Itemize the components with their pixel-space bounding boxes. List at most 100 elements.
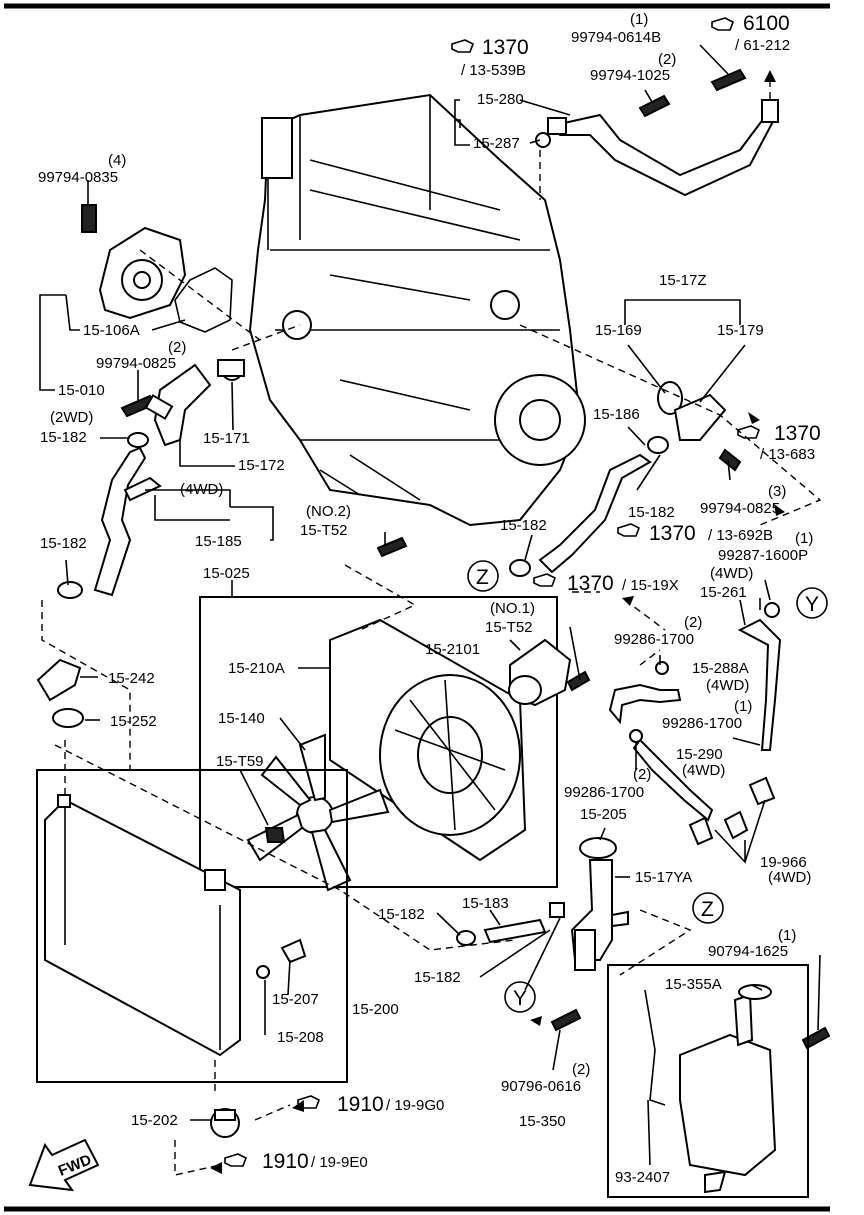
- label-1370-b: 1370: [774, 422, 821, 445]
- label-qty-0835: (4): [108, 152, 126, 169]
- label-19-9G0: / 19-9G0: [386, 1097, 444, 1114]
- pointer-hand-icon: [711, 17, 735, 31]
- label-15-208: 15-208: [277, 1029, 324, 1046]
- label-4wd-e: (4WD): [768, 869, 811, 886]
- label-19-966: 19-966: [760, 854, 807, 871]
- label-15-182-e: 15-182: [378, 906, 425, 923]
- label-61-212: / 61-212: [735, 37, 790, 54]
- label-qty-0825-b: (3): [768, 483, 786, 500]
- label-qty-0616: (2): [572, 1061, 590, 1078]
- label-99286-1700-a: 99286-1700: [614, 631, 694, 648]
- label-qty-1625: (1): [778, 927, 796, 944]
- pointer-hand-icon: [617, 523, 641, 537]
- label-15-242: 15-242: [108, 670, 155, 687]
- label-15-T52-b: 15-T52: [485, 619, 533, 636]
- bolts: [81, 68, 831, 1050]
- pointer-hand-icon: [737, 425, 761, 439]
- label-90796-0616: 90796-0616: [501, 1078, 581, 1095]
- label-qty-1600P: (1): [795, 530, 813, 547]
- label-15-182-f: 15-182: [414, 969, 461, 986]
- label-15-205: 15-205: [580, 806, 627, 823]
- label-90794-1625: 90794-1625: [708, 943, 788, 960]
- lower-hose: [456, 902, 565, 946]
- label-1370-a: 1370: [482, 36, 529, 59]
- label-qty-0825-a: (2): [168, 339, 186, 356]
- circle-callouts: [467, 560, 828, 1013]
- label-15-202: 15-202: [131, 1112, 178, 1129]
- label-1370-c: 1370: [649, 522, 696, 545]
- label-13-539B: / 13-539B: [461, 62, 526, 79]
- label-15-171: 15-171: [203, 430, 250, 447]
- label-qty-0614B: (1): [630, 11, 648, 28]
- engine-block: [248, 93, 586, 527]
- label-15-261: 15-261: [700, 584, 747, 601]
- arrowheads: [210, 70, 785, 1174]
- label-15-350: 15-350: [519, 1113, 566, 1130]
- pointer-hand-icon: [533, 573, 557, 587]
- radiator-group-box: [36, 769, 348, 1083]
- callout-y-b: Y: [513, 987, 527, 1010]
- label-15-200: 15-200: [352, 1001, 399, 1018]
- label-19-9E0: / 19-9E0: [311, 1154, 368, 1171]
- label-15-T52-a: 15-T52: [300, 522, 348, 539]
- label-15-169: 15-169: [595, 322, 642, 339]
- label-13-683: / 13-683: [760, 446, 815, 463]
- hoses-left: [57, 432, 162, 599]
- label-99286-1700-c: 99286-1700: [564, 784, 644, 801]
- radiator-mounts: [36, 658, 240, 1138]
- label-qty-1025: (2): [658, 51, 676, 68]
- callout-y-a: Y: [805, 593, 819, 616]
- label-15-288A: 15-288A: [692, 660, 749, 677]
- filler-neck: [570, 837, 629, 971]
- label-4wd-d: (4WD): [682, 762, 725, 779]
- callout-z-a: Z: [476, 566, 489, 589]
- label-qty-1700-c: (2): [633, 766, 651, 783]
- label-qty-1700-a: (2): [684, 614, 702, 631]
- hoses-4wd-right: [608, 602, 782, 846]
- label-15-207: 15-207: [272, 991, 319, 1008]
- label-15-290: 15-290: [676, 746, 723, 763]
- label-13-692B: / 13-692B: [708, 527, 773, 544]
- fan-shroud: [329, 618, 527, 862]
- label-15-025: 15-025: [203, 565, 250, 582]
- label-15-179: 15-179: [717, 322, 764, 339]
- label-93-2407: 93-2407: [615, 1169, 670, 1186]
- label-99794-0825-b: 99794-0825: [700, 500, 780, 517]
- water-pipe-15-280: [535, 99, 780, 197]
- label-6100: 6100: [743, 12, 790, 35]
- label-15-287: 15-287: [473, 135, 520, 152]
- label-99794-1025: 99794-1025: [590, 67, 670, 84]
- label-15-172: 15-172: [238, 457, 285, 474]
- label-15-182-c: 15-182: [628, 504, 675, 521]
- radiator: [44, 794, 307, 1057]
- label-99794-0825-a: 99794-0825: [96, 355, 176, 372]
- label-4wd-a: (4WD): [180, 481, 223, 498]
- label-4wd-b: (4WD): [710, 565, 753, 582]
- label-15-182-a: 15-182: [40, 429, 87, 446]
- label-15-210A: 15-210A: [228, 660, 285, 677]
- leader-lines: [39, 44, 821, 1166]
- label-15-2101: 15-2101: [425, 641, 480, 658]
- label-15-182-b: 15-182: [40, 535, 87, 552]
- label-15-182-d: 15-182: [500, 517, 547, 534]
- label-4wd-c: (4WD): [706, 677, 749, 694]
- label-99287-1600P: 99287-1600P: [718, 547, 808, 564]
- label-15-355A: 15-355A: [665, 976, 722, 993]
- label-15-252: 15-252: [110, 713, 157, 730]
- label-99286-1700-b: 99286-1700: [662, 715, 742, 732]
- label-15-17Z: 15-17Z: [659, 272, 707, 289]
- label-qty-1700-b: (1): [734, 698, 752, 715]
- coolant-reservoir: [644, 984, 777, 1194]
- fwd-arrow: FWD: [28, 1138, 100, 1192]
- pointer-hand-icon: [224, 1153, 248, 1167]
- label-2wd: (2WD): [50, 409, 93, 426]
- label-15-280: 15-280: [477, 91, 524, 108]
- label-15-140: 15-140: [218, 710, 265, 727]
- label-1910-b: 1910: [262, 1150, 309, 1173]
- label-15-183: 15-183: [462, 895, 509, 912]
- label-15-010: 15-010: [58, 382, 105, 399]
- callout-z-b: Z: [701, 898, 714, 921]
- fan-group-box-15-025: [199, 596, 558, 888]
- label-no2: (NO.2): [306, 503, 351, 520]
